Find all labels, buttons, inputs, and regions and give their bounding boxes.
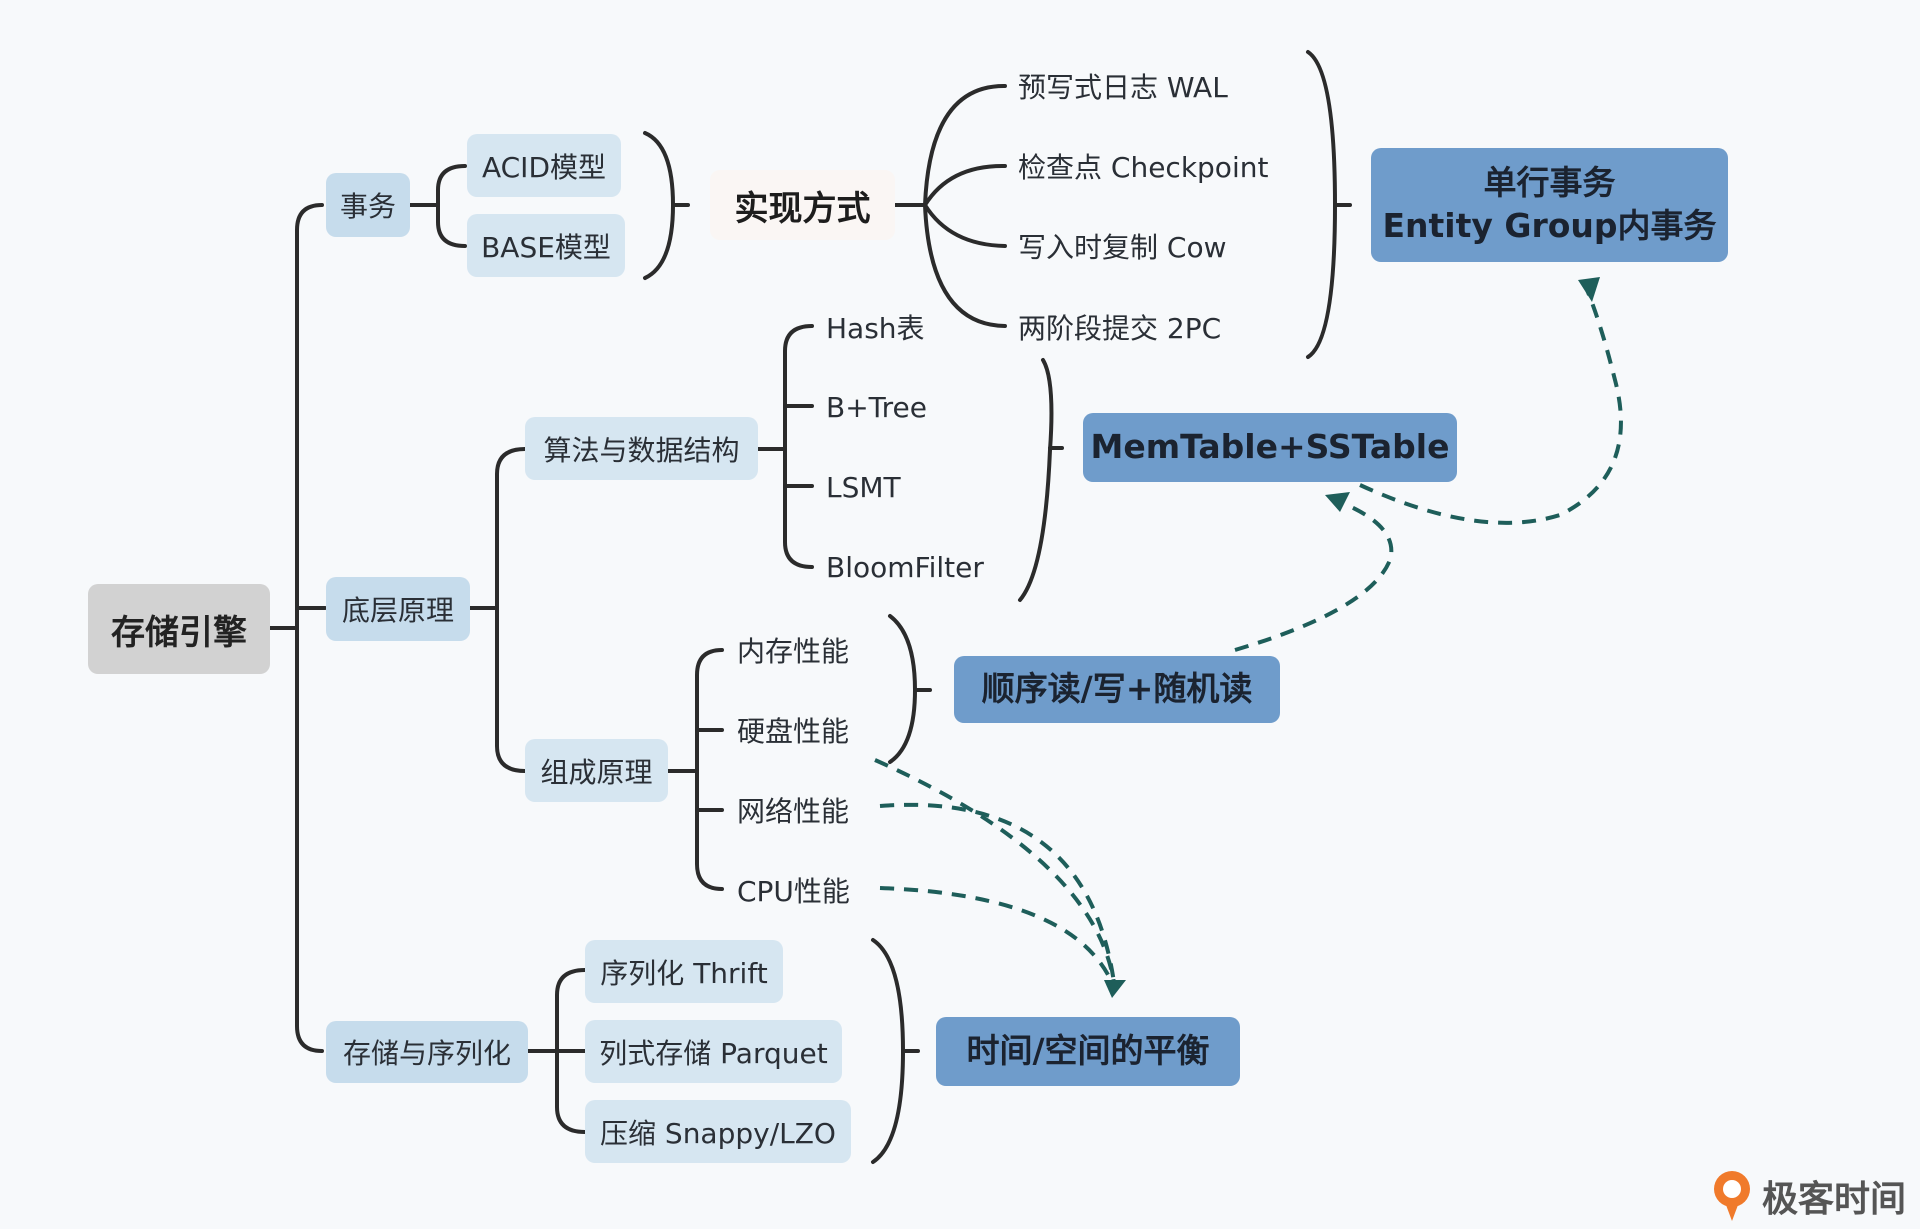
tx-models-bracket	[436, 164, 467, 248]
impl-fan-3	[923, 203, 1007, 248]
impl-fan-1	[923, 83, 1007, 207]
arrowhead-memtable	[1325, 492, 1350, 512]
impl-fan-4	[923, 203, 1007, 328]
arrowhead-tx	[1578, 277, 1600, 302]
comp-item-disk[interactable]: 硬盘性能	[737, 715, 850, 748]
tx-summary[interactable]: 单行事务 Entity Group内事务	[1371, 148, 1728, 262]
dashed-arrow-disk-to-balance	[874, 758, 1117, 991]
principle-trunk	[495, 447, 527, 773]
dashed-arrow-cpu-to-balance	[879, 886, 1117, 991]
tx-summary-line2: Entity Group内事务	[1382, 206, 1717, 245]
algo-item-lsmt[interactable]: LSMT	[826, 470, 901, 504]
algo-item-bptree[interactable]: B+Tree	[826, 390, 928, 424]
geektime-logo-text: 极客时间	[1762, 1179, 1907, 1220]
storage-summary[interactable]: 时间/空间的平衡	[936, 1017, 1240, 1086]
tx-summary-line1: 单行事务	[1483, 163, 1616, 203]
algo-brace	[1018, 358, 1054, 602]
composition-node[interactable]: 组成原理	[525, 739, 668, 802]
impl-brace	[1306, 50, 1338, 359]
algo-node[interactable]: 算法与数据结构	[525, 417, 758, 480]
models-brace	[643, 131, 676, 280]
comp-summary[interactable]: 顺序读/写+随机读	[954, 656, 1280, 723]
impl-title[interactable]: 实现方式	[710, 170, 895, 240]
algo-trunk	[783, 324, 814, 569]
impl-fan-2	[923, 163, 1007, 207]
comp-trunk	[695, 648, 724, 891]
comp-item-memory[interactable]: 内存性能	[737, 635, 850, 668]
comp-item-network[interactable]: 网络性能	[737, 795, 850, 828]
impl-item-cow[interactable]: 写入时复制 Cow	[1018, 231, 1227, 264]
storage-item-thrift[interactable]: 序列化 Thrift	[585, 940, 783, 1003]
root-node[interactable]: 存储引擎	[88, 584, 270, 674]
dashed-arrow-net-to-balance	[879, 802, 1117, 991]
arrowhead-balance	[1104, 980, 1126, 998]
algo-summary[interactable]: MemTable+SSTable	[1083, 413, 1457, 482]
branch-principle[interactable]: 底层原理	[326, 577, 470, 641]
algo-item-hash[interactable]: Hash表	[826, 312, 925, 345]
storage-brace	[871, 938, 906, 1164]
main-trunk	[295, 203, 324, 1053]
geektime-logo: 极客时间	[1710, 1168, 1906, 1224]
geektime-logo-icon	[1714, 1171, 1750, 1221]
base-model[interactable]: BASE模型	[467, 214, 625, 277]
dashed-arrow-seq-to-memtable	[1234, 498, 1394, 652]
comp-item-cpu[interactable]: CPU性能	[737, 875, 850, 908]
algo-item-bloomfilter[interactable]: BloomFilter	[826, 550, 984, 584]
impl-item-2pc[interactable]: 两阶段提交 2PC	[1018, 312, 1222, 345]
dashed-arrow-memtable-to-tx	[1359, 284, 1623, 525]
storage-item-compress[interactable]: 压缩 Snappy/LZO	[585, 1100, 851, 1163]
branch-storage[interactable]: 存储与序列化	[326, 1021, 528, 1083]
impl-item-wal[interactable]: 预写式日志 WAL	[1018, 71, 1228, 104]
branch-transaction[interactable]: 事务	[326, 173, 410, 237]
storage-item-parquet[interactable]: 列式存储 Parquet	[585, 1020, 842, 1083]
impl-item-checkpoint[interactable]: 检查点 Checkpoint	[1018, 151, 1269, 184]
acid-model[interactable]: ACID模型	[467, 134, 621, 197]
